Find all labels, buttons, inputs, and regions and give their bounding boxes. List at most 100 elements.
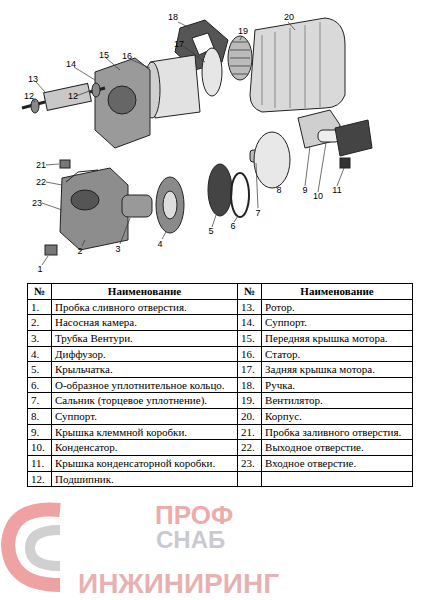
table-cell: Пробка сливного отверстия. (52, 299, 238, 315)
callout-number: 10 (313, 191, 323, 201)
table-cell: Пробка заливного отверстия. (262, 424, 413, 440)
table-text: Крышка конденсаторной коробки. (55, 457, 215, 469)
callout-number: 5 (208, 226, 213, 236)
table-text: Пробка заливного отверстия. (265, 426, 401, 438)
table-cell: 21. (238, 424, 262, 440)
table-cell: 4. (28, 346, 52, 362)
table-text: 11. (31, 457, 44, 469)
watermark-text: ИНЖИНИРИНГ (78, 568, 279, 600)
table-text: 13. (241, 301, 255, 313)
table-text: 23. (241, 457, 255, 469)
table-cell (262, 471, 413, 487)
table-text: Наименование (300, 285, 373, 297)
table-text: № (244, 285, 255, 297)
table-cell: Сальник (торцевое уплотнение). (52, 393, 238, 409)
table-cell: 22. (238, 440, 262, 456)
table-cell: 9. (28, 424, 52, 440)
table-cell: 15. (238, 330, 262, 346)
table-text: 10. (31, 441, 45, 453)
callout-number: 19 (238, 26, 248, 36)
table-cell: Выходное отверстие. (262, 440, 413, 456)
table-text: Суппорт. (55, 410, 97, 422)
callout-number: 2 (77, 246, 82, 256)
table-text: Статор. (265, 348, 300, 360)
pump-exploded-view (0, 0, 441, 280)
table-text: Трубка Вентури. (55, 332, 133, 344)
table-cell: Суппорт. (52, 409, 238, 425)
parts-table: №Наименование№Наименование1.Пробка сливн… (27, 283, 413, 487)
table-cell: Входное отверстие. (262, 456, 413, 472)
table-text: 9. (31, 426, 39, 438)
table-text: Передняя крышка мотора. (265, 332, 388, 344)
callout-number: 12 (68, 91, 78, 101)
table-cell: Статор. (262, 346, 413, 362)
table-cell: Ручка. (262, 377, 413, 393)
callout-number: 12 (24, 91, 34, 101)
table-cell: Ротор. (262, 299, 413, 315)
table-text: 3. (31, 332, 39, 344)
table-cell: Крышка конденсаторной коробки. (52, 456, 238, 472)
table-text: 5. (31, 363, 39, 375)
table-cell: 11. (28, 456, 52, 472)
callout-number: 16 (122, 51, 132, 61)
table-cell: Передняя крышка мотора. (262, 330, 413, 346)
table-text: Вентилятор. (265, 394, 323, 406)
table-text: Диффузор. (55, 348, 106, 360)
table-text: Конденсатор. (55, 441, 118, 453)
table-cell: Крышка клеммной коробки. (52, 424, 238, 440)
callout-number: 23 (32, 198, 42, 208)
table-cell: Вентилятор. (262, 393, 413, 409)
table-text: 19. (241, 394, 255, 406)
table-cell: Наименование (52, 284, 238, 300)
watermark-logo (0, 500, 80, 600)
table-cell: 5. (28, 362, 52, 378)
table-text: 18. (241, 379, 255, 391)
table-text: 6. (31, 379, 39, 391)
table-cell: Насосная камера. (52, 315, 238, 331)
table-text: 21. (241, 426, 255, 438)
callout-number: 22 (36, 177, 46, 187)
table-text: 14. (241, 316, 255, 328)
table-cell: 1. (28, 299, 52, 315)
table-text: № (34, 285, 45, 297)
callout-number: 15 (99, 50, 109, 60)
table-cell: О-образное уплотнительное кольцо. (52, 377, 238, 393)
table-cell: № (28, 284, 52, 300)
table-cell: Задняя крышка мотора. (262, 362, 413, 378)
table-text: 8. (31, 410, 39, 422)
table-text: 22. (241, 441, 255, 453)
callout-number: 21 (36, 160, 46, 170)
table-text: Корпус. (265, 410, 302, 422)
table-cell: 2. (28, 315, 52, 331)
table-cell: Трубка Вентури. (52, 330, 238, 346)
table-cell: Диффузор. (52, 346, 238, 362)
table-text: Подшипник. (55, 473, 114, 485)
callout-number: 13 (28, 74, 38, 84)
table-text: Входное отверстие. (265, 457, 356, 469)
table-text: Выходное отверстие. (265, 441, 364, 453)
callout-number: 20 (284, 12, 294, 22)
table-text: Пробка сливного отверстия. (55, 301, 187, 313)
table-cell: 13. (238, 299, 262, 315)
table-cell: 20. (238, 409, 262, 425)
table-cell: 7. (28, 393, 52, 409)
table-text: Крыльчатка. (55, 363, 113, 375)
table-text: Сальник (торцевое уплотнение). (55, 394, 207, 406)
table-text: 20. (241, 410, 255, 422)
table-text: 12. (31, 473, 45, 485)
callout-number: 4 (157, 239, 162, 249)
table-cell: Корпус. (262, 409, 413, 425)
table-cell: 6. (28, 377, 52, 393)
callout-number: 3 (115, 244, 120, 254)
table-text: 4. (31, 348, 39, 360)
table-cell: 12. (28, 471, 52, 487)
table-cell: 14. (238, 315, 262, 331)
table-cell: 8. (28, 409, 52, 425)
callout-number: 18 (168, 12, 178, 22)
callout-number: 9 (302, 185, 307, 195)
callout-number: 17 (174, 39, 184, 49)
table-cell: 3. (28, 330, 52, 346)
table-cell: № (238, 284, 262, 300)
callout-number: 6 (230, 221, 235, 231)
table-cell: 18. (238, 377, 262, 393)
